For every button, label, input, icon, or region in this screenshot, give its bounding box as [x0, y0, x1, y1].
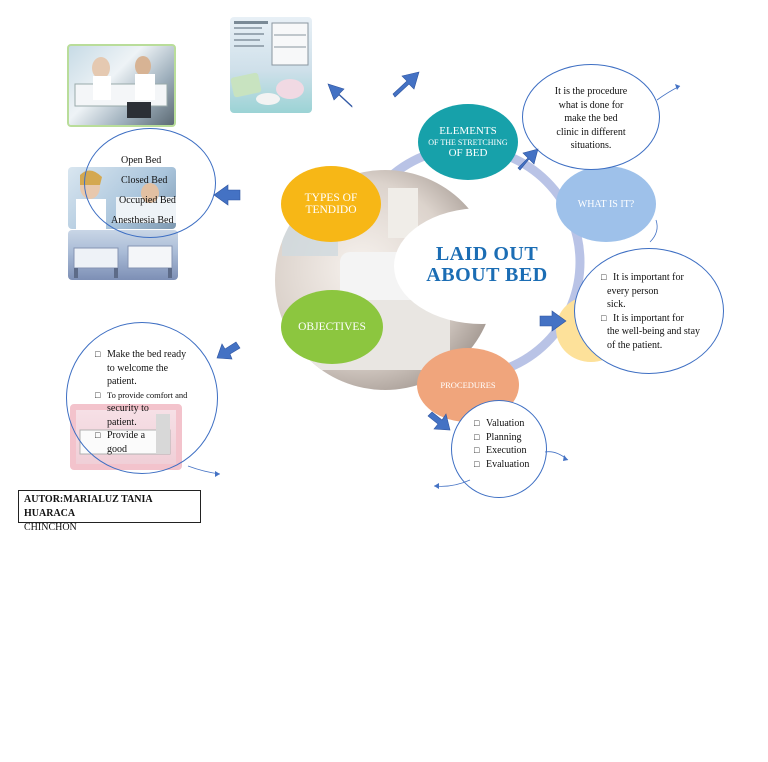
importance-item-1-line1: It is important for — [613, 272, 684, 283]
importance-item-2: It is important for the well-being and s… — [601, 312, 717, 353]
objective-item-2-line3: patient. — [107, 416, 137, 428]
node-procedures[interactable]: PROCEDURES — [417, 348, 519, 422]
bed-linens-poster — [230, 17, 312, 113]
node-elements-line1: ELEMENTS — [439, 124, 497, 137]
bubble-importance: It is important for every person sick. I… — [574, 248, 724, 374]
importance-item-1-line2: every person — [607, 285, 659, 297]
bed-making-photo — [67, 44, 176, 127]
what-line-3: make the bed — [564, 113, 618, 124]
bubble-objectives: Make the bed ready to welcome the patien… — [66, 322, 218, 474]
center-title: LAID OUT ABOUT BED — [412, 244, 562, 286]
node-types[interactable]: TYPES OF TENDIDO — [281, 166, 381, 242]
objective-item-3-line2: good — [107, 443, 127, 455]
node-types-line1: TYPES OF — [304, 192, 358, 204]
objective-item-2: To provide comfort and security to patie… — [95, 389, 213, 430]
hospital-ward-photo — [68, 230, 178, 280]
importance-item-2-line3: of the patient. — [607, 339, 663, 351]
center-title-line1: LAID OUT — [435, 243, 539, 265]
objective-item-1: Make the bed ready to welcome the patien… — [95, 348, 213, 389]
importance-item-1-line3: sick. — [607, 299, 626, 310]
author-line1: AUTOR:MARIALUZ TANIA HUARACA — [24, 494, 153, 519]
objective-item-1-line1: Make the bed ready — [107, 349, 187, 360]
node-what-is-it-label: WHAT IS IT? — [577, 198, 635, 210]
type-item-3: Occupied Bed — [119, 195, 176, 206]
type-item-1: Open Bed — [121, 155, 162, 166]
node-what-is-it[interactable]: WHAT IS IT? — [556, 166, 656, 242]
objective-item-2-line1: To provide comfort and — [107, 389, 188, 400]
node-types-line2: TENDIDO — [305, 204, 357, 216]
node-objectives[interactable]: OBJECTIVES — [281, 290, 383, 364]
author-line2: CHINCHON — [24, 522, 77, 533]
importance-item-1: It is important for every person sick. — [601, 271, 717, 312]
objective-item-1-line2: to welcome the — [107, 362, 169, 374]
importance-item-2-line2: the well-being and stay — [607, 326, 701, 337]
author-box: AUTOR:MARIALUZ TANIA HUARACA CHINCHON — [18, 490, 201, 533]
what-line-1: It is the procedure — [554, 86, 628, 97]
what-line-5: situations. — [570, 140, 612, 151]
objective-item-3: Provide a good — [95, 429, 213, 456]
type-item-4: Anesthesia Bed — [111, 215, 174, 226]
procedure-item-4: Evaluation — [474, 458, 529, 472]
what-line-2: what is done for — [558, 99, 624, 111]
procedure-item-3: Execution — [474, 444, 529, 458]
procedure-item-1: Valuation — [474, 417, 529, 431]
type-item-2: Closed Bed — [121, 175, 168, 186]
node-elements[interactable]: ELEMENTS OF THE STRETCHING OF BED — [418, 104, 518, 180]
objective-item-1-line3: patient. — [107, 376, 137, 387]
what-line-4: clinic in different — [556, 126, 626, 138]
bubble-types: Open Bed Closed Bed Occupied Bed Anesthe… — [84, 128, 216, 238]
node-elements-line2: OF THE STRETCHING — [428, 137, 508, 147]
importance-item-2-line1: It is important for — [613, 312, 684, 324]
bubble-procedures: Valuation Planning Execution Evaluation — [451, 400, 547, 498]
node-elements-line3: OF BED — [448, 146, 488, 159]
procedure-item-2: Planning — [474, 431, 529, 445]
bubble-what-is-it: It is the procedure what is done for mak… — [522, 64, 660, 170]
center-title-line2: ABOUT BED — [426, 264, 548, 286]
objective-item-3-line1: Provide a — [107, 430, 146, 441]
node-objectives-label: OBJECTIVES — [298, 321, 366, 333]
objective-item-2-line2: security to — [107, 403, 149, 414]
center-title-blob — [394, 208, 570, 324]
node-procedures-label: PROCEDURES — [440, 380, 496, 390]
